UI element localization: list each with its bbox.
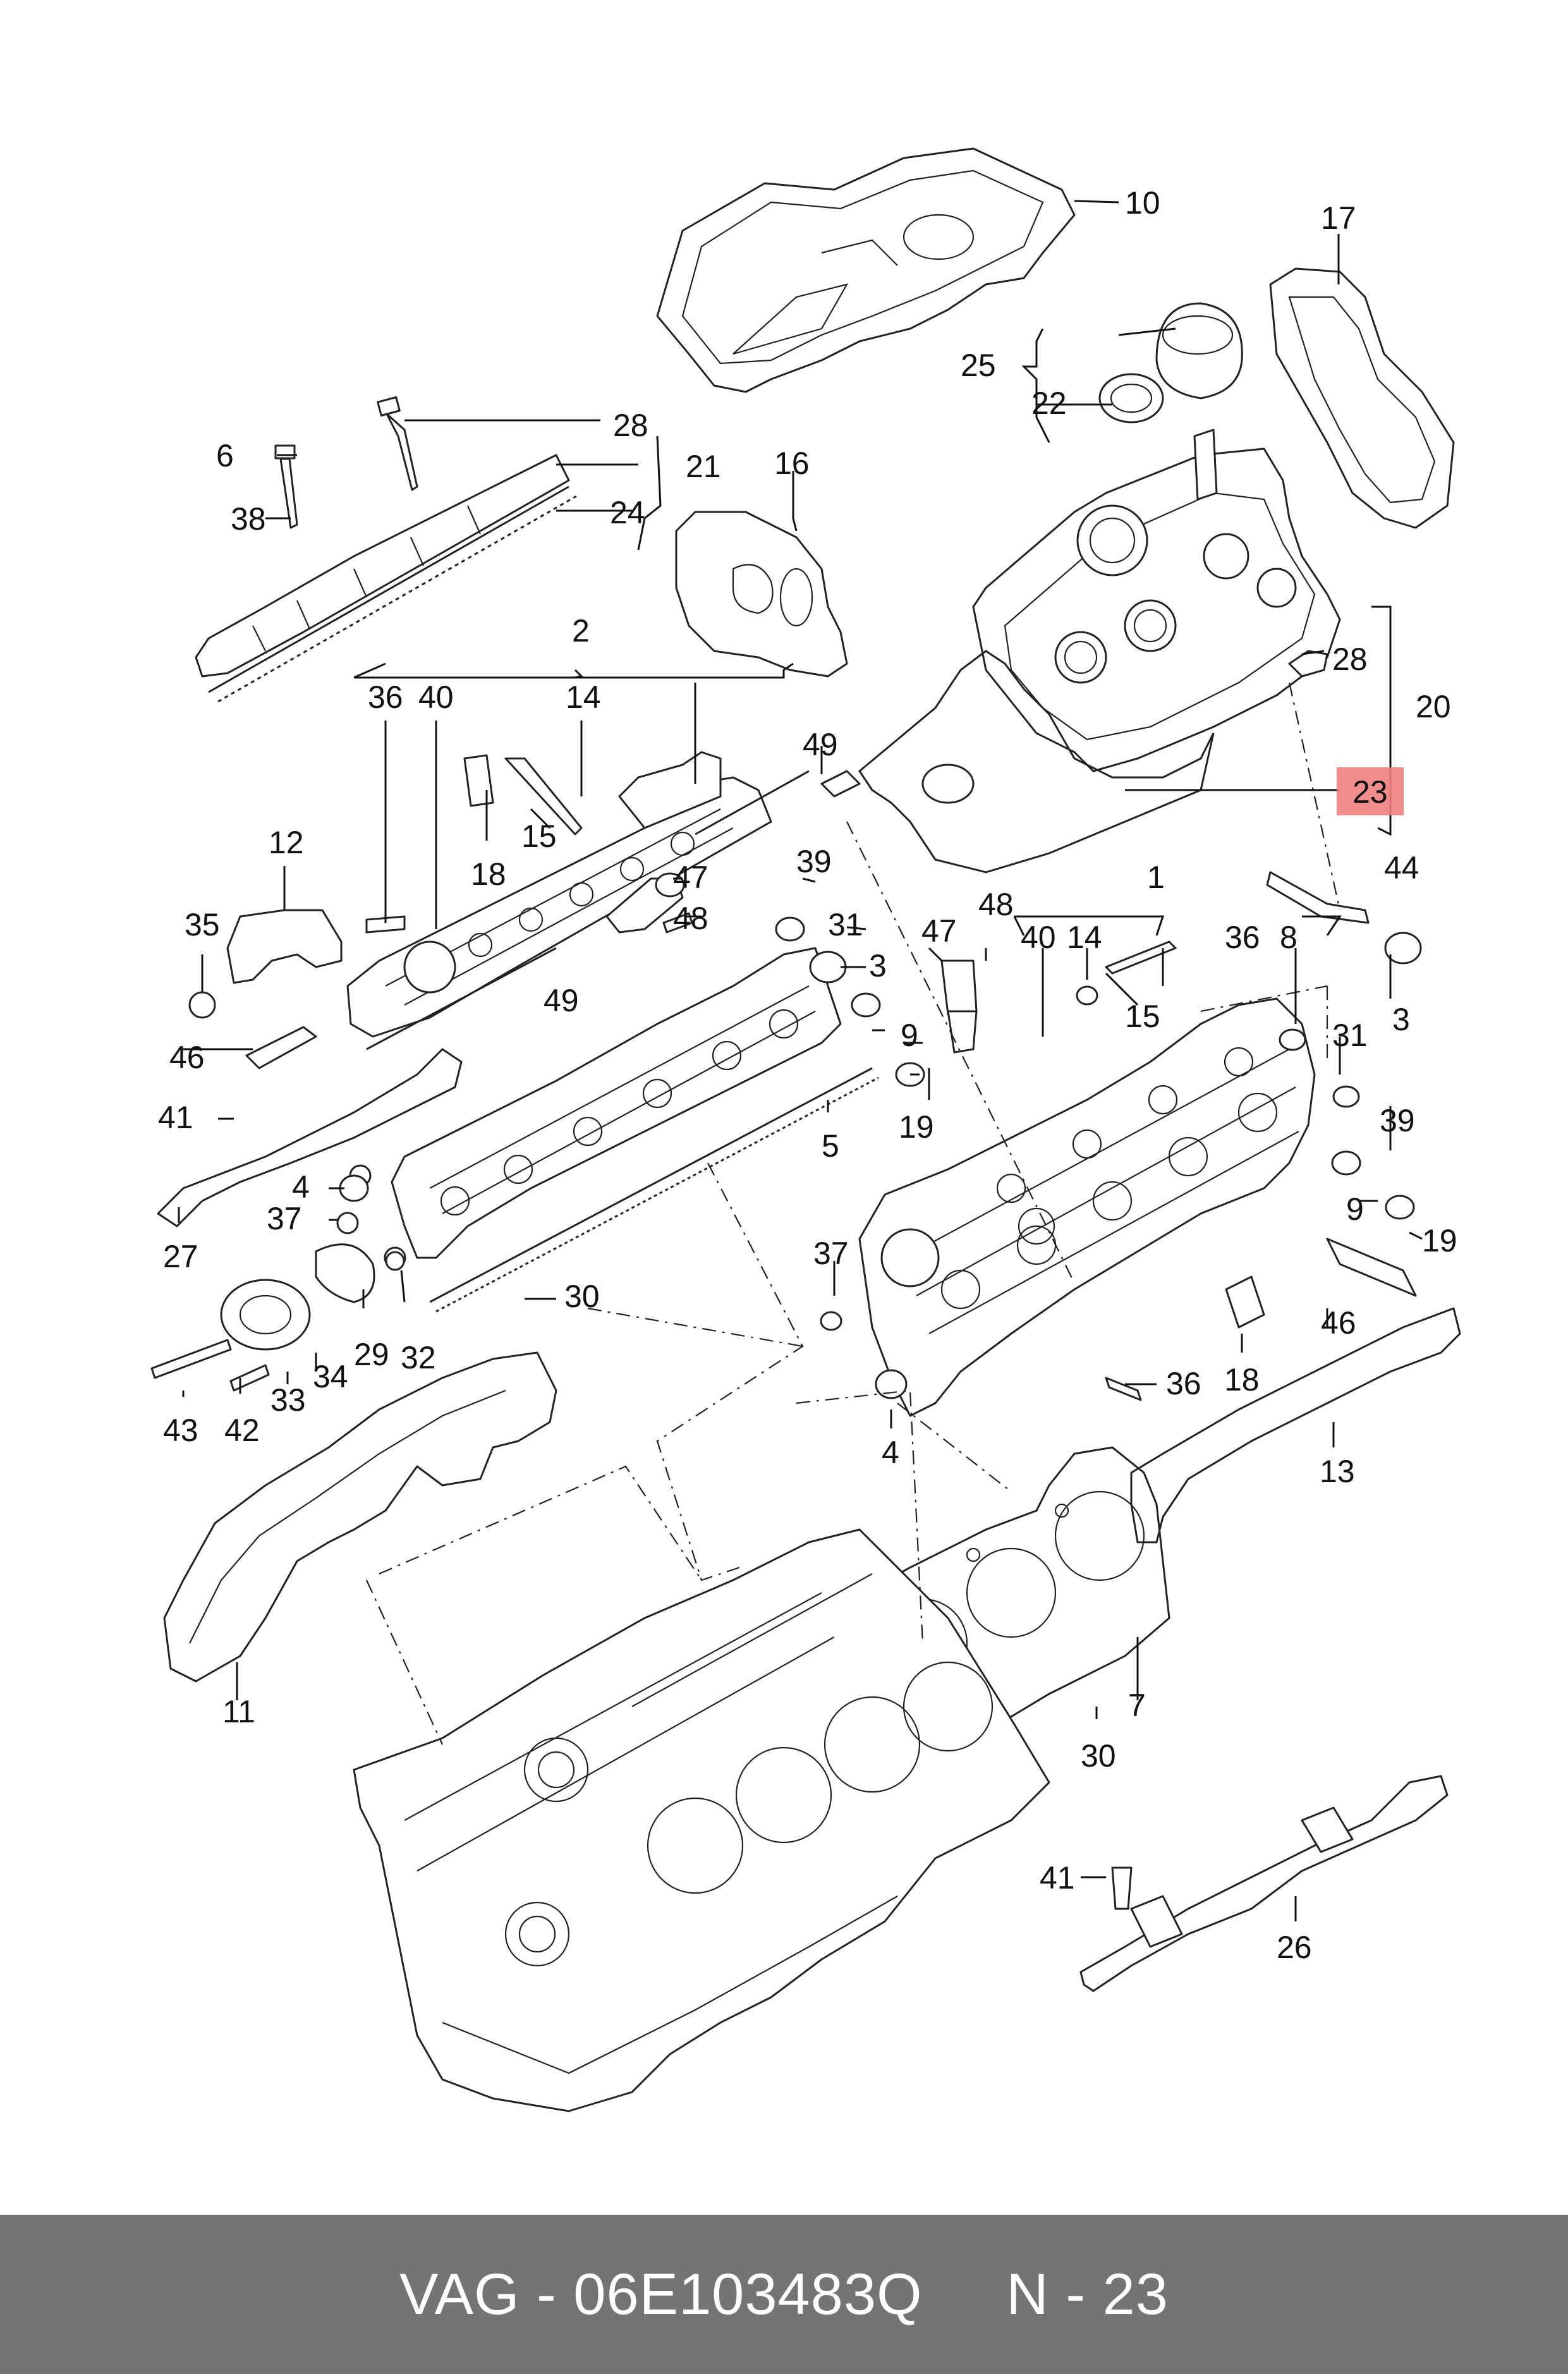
pump-part (150, 1164, 406, 1392)
callout-label: 18 (1224, 1362, 1260, 1397)
assembly-axis (366, 682, 1341, 1745)
callout-label: 9 (1346, 1191, 1364, 1227)
callout-label: 40 (418, 679, 454, 715)
callout-label: 13 (1320, 1454, 1355, 1489)
part-number-caption: VAG - 06E103483Q N - 23 (399, 2261, 1169, 2327)
callout-label: 22 (1031, 386, 1067, 421)
callout-label: 19 (1422, 1223, 1457, 1258)
callout-label: 8 (1280, 920, 1298, 955)
callout-label: 29 (354, 1337, 389, 1372)
callout-label: 6 (216, 438, 234, 473)
callout-label: 39 (1380, 1103, 1415, 1138)
callout-label: 43 (163, 1413, 198, 1448)
callout-label: 48 (978, 887, 1014, 922)
left-cylinder-head-part (391, 947, 879, 1313)
callout-label: 4 (882, 1435, 899, 1470)
callout-label: 3 (1392, 1002, 1410, 1037)
callout-label: 33 (270, 1382, 306, 1418)
coolant-flange-part (675, 511, 848, 678)
callout-label: 30 (1081, 1738, 1116, 1774)
sensor-part (605, 770, 861, 934)
callout-label: 3 (869, 948, 887, 983)
callout-label: 48 (673, 901, 708, 936)
callout-label: 4 (292, 1169, 310, 1205)
callout-label: 19 (899, 1109, 934, 1145)
engine-block-part (353, 1528, 1050, 2112)
callout-label: 15 (521, 819, 557, 854)
callout-label: 34 (313, 1359, 348, 1394)
callout-label: 35 (185, 907, 220, 942)
side-cover-part (1269, 267, 1455, 529)
highlight-box (1337, 767, 1404, 815)
callout-label: 36 (368, 679, 403, 715)
callout-label: 46 (169, 1040, 205, 1075)
callout-label: 25 (961, 348, 996, 383)
leader-lines (178, 200, 1423, 1921)
chain-guide-part (157, 1048, 463, 1227)
callout-label: 36 (1225, 920, 1260, 955)
callout-label: 30 (564, 1279, 600, 1314)
bracket-part (188, 909, 343, 1069)
callout-label: 14 (1067, 920, 1102, 955)
callout-label: 14 (566, 679, 601, 715)
bolt-part (274, 396, 418, 529)
callout-label: 24 (610, 495, 645, 530)
callout-label: 37 (267, 1201, 302, 1236)
callout-label: 31 (828, 907, 863, 942)
callout-label: 37 (813, 1236, 849, 1271)
callout-labels: 10 17 25 22 28 6 21 16 38 24 2 36 40 14 … (158, 185, 1457, 1965)
callout-label: 46 (1321, 1305, 1356, 1341)
callout-label: 44 (1384, 850, 1419, 886)
callout-label: 21 (686, 449, 721, 484)
callout-label: 40 (1021, 920, 1056, 955)
callout-label: 10 (1125, 185, 1160, 221)
filler-cap-part (1098, 302, 1243, 423)
callout-label: 18 (471, 856, 506, 892)
callout-label: 49 (544, 983, 579, 1018)
callout-label: 15 (1125, 999, 1160, 1034)
part-info-footer: VAG - 06E103483Q N - 23 (0, 2215, 1568, 2374)
callout-label: 32 (401, 1340, 436, 1375)
callout-label: 47 (673, 860, 708, 895)
lower-chain-guide-part (1079, 1775, 1449, 1992)
callout-label: 41 (158, 1100, 193, 1135)
callout-label: 17 (1321, 200, 1356, 236)
callout-label: 5 (822, 1128, 839, 1164)
valve-cover-part (858, 429, 1341, 874)
callout-label: 2 (572, 613, 590, 648)
callout-label: 20 (1416, 689, 1451, 724)
chain-guide-right-part (1130, 1307, 1461, 1543)
right-cylinder-head-part (858, 997, 1316, 1417)
engine-cover-part (656, 147, 1076, 393)
callout-label: 31 (1332, 1018, 1368, 1053)
callout-label: 12 (269, 825, 304, 860)
callout-label: 39 (796, 844, 832, 879)
callout-label: 16 (774, 446, 810, 481)
callout-label: 38 (231, 501, 266, 537)
lower-timing-cover-part (163, 1351, 557, 1683)
callout-label: 1 (1147, 860, 1165, 895)
callout-label: 49 (803, 727, 838, 762)
callout-label: 23 (1352, 774, 1388, 810)
chain-cover-strip-part (195, 454, 577, 703)
exploded-engine-diagram: 10 17 25 22 28 6 21 16 38 24 2 36 40 14 … (150, 147, 1461, 2112)
fastener-part (339, 754, 1422, 1401)
callout-label: 42 (224, 1413, 260, 1448)
callout-label: 28 (613, 408, 648, 443)
callout-label: 9 (901, 1018, 918, 1053)
callout-label: 41 (1040, 1860, 1075, 1896)
callout-label: 7 (1128, 1688, 1146, 1723)
callout-label: 36 (1166, 1366, 1201, 1401)
callout-label: 27 (163, 1239, 198, 1274)
callout-label: 47 (921, 913, 957, 949)
callout-label: 26 (1277, 1930, 1312, 1965)
callout-label: 28 (1332, 642, 1368, 677)
callout-label: 11 (222, 1694, 255, 1729)
